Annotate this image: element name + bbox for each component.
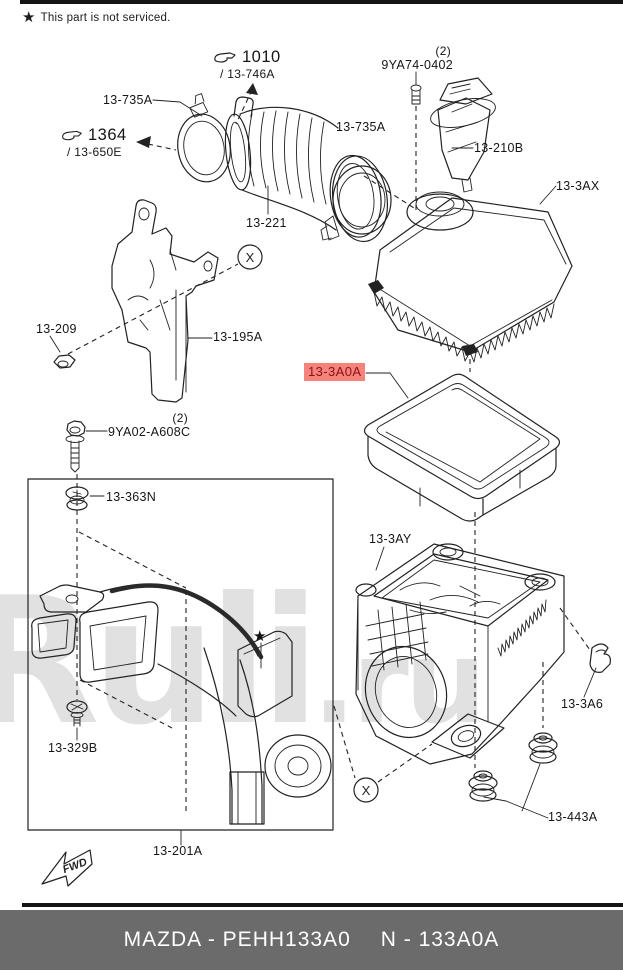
intake-duct-13-201A-drawing (31, 583, 332, 825)
clamp-icon (62, 130, 82, 140)
top-rule (20, 0, 623, 4)
assembly-dashed-lines (67, 83, 591, 812)
star-marker: ★ (253, 628, 266, 645)
part-label-13-195A[interactable]: 13-195A (213, 330, 263, 344)
clamp-icon (214, 51, 236, 63)
part-label-13-201A[interactable]: 13-201A (153, 844, 203, 858)
leader-lines (49, 71, 597, 846)
air-cleaner-case-13-3AY-drawing (355, 543, 565, 765)
air-filter-element-13-3A0A-drawing (363, 373, 561, 522)
hose-clamp-left-13-735A-drawing (177, 93, 231, 183)
part-label-1364[interactable]: 1364 / 13-650E (60, 126, 127, 159)
part-label-13-3A6[interactable]: 13-3A6 (561, 697, 604, 711)
clip-13-3A6-drawing (589, 643, 611, 673)
highlighted-part-number: 13-3A0A (304, 363, 366, 381)
part-label-13-329B[interactable]: 13-329B (48, 741, 98, 755)
footer-part-code: N - 133A0A (380, 928, 500, 951)
part-label-13-209[interactable]: 13-209 (36, 322, 77, 336)
part-label-13-3AY[interactable]: 13-3AY (369, 532, 412, 546)
circled-x-symbol-lower: X (353, 777, 379, 803)
mount-rubber-13-443A-drawing (468, 732, 558, 802)
part-label-13-735A-upper[interactable]: 13-735A (103, 93, 153, 107)
part-label-13-3A0A-selected[interactable]: 13-3A0A (304, 363, 366, 381)
exploded-view-drawing: X X ★ FWD (27, 71, 611, 887)
part-label-13-210B[interactable]: 13-210B (474, 141, 524, 155)
part-label-13-735A-lower[interactable]: 13-735A (336, 120, 386, 134)
part-label-13-221[interactable]: 13-221 (246, 216, 287, 230)
watermark: Ruli.ru (0, 575, 487, 750)
footer-bar: MAZDA - PEHH133A0 N - 133A0A (0, 910, 623, 970)
bracket-13-195A-drawing (111, 199, 219, 403)
circled-x-symbol-upper: X (237, 244, 263, 270)
maf-sensor-13-210B-drawing (430, 77, 496, 193)
footer-rule (22, 903, 623, 907)
star-icon: ★ (22, 9, 36, 26)
fwd-direction-arrow: FWD (41, 849, 93, 887)
bolt-9YA02-A608C-drawing (65, 420, 86, 473)
part-label-13-363N[interactable]: 13-363N (106, 490, 157, 504)
nut-13-209-drawing (53, 354, 76, 369)
air-cleaner-cover-13-3AX-drawing (368, 191, 573, 363)
svg-text:X: X (246, 250, 255, 265)
grommet-13-363N-drawing (65, 486, 89, 511)
service-note-text: This part is not serviced. (40, 11, 171, 24)
duct-group-box (27, 478, 334, 831)
service-note: ★ This part is not serviced. (22, 10, 171, 25)
watermark-text: Ruli (0, 561, 320, 764)
svg-text:X: X (362, 783, 371, 798)
hose-clamp-right-13-735A-drawing (320, 165, 392, 241)
screw-9YA74-0402-drawing (410, 84, 422, 105)
watermark-suffix: .ru (312, 616, 486, 750)
part-label-1010[interactable]: 1010 / 13-746A (212, 48, 281, 81)
air-hose-13-221-drawing (224, 96, 388, 243)
part-label-9YA02-A608C[interactable]: (2) 9YA02-A608C (108, 411, 191, 439)
part-label-9YA74-0402[interactable]: (2) 9YA74-0402 (381, 44, 453, 72)
footer-catalog-code: MAZDA - PEHH133A0 (123, 928, 351, 951)
part-label-13-443A[interactable]: 13-443A (548, 810, 598, 824)
part-label-13-3AX[interactable]: 13-3AX (556, 179, 600, 193)
screw-13-329B-drawing (66, 700, 88, 727)
